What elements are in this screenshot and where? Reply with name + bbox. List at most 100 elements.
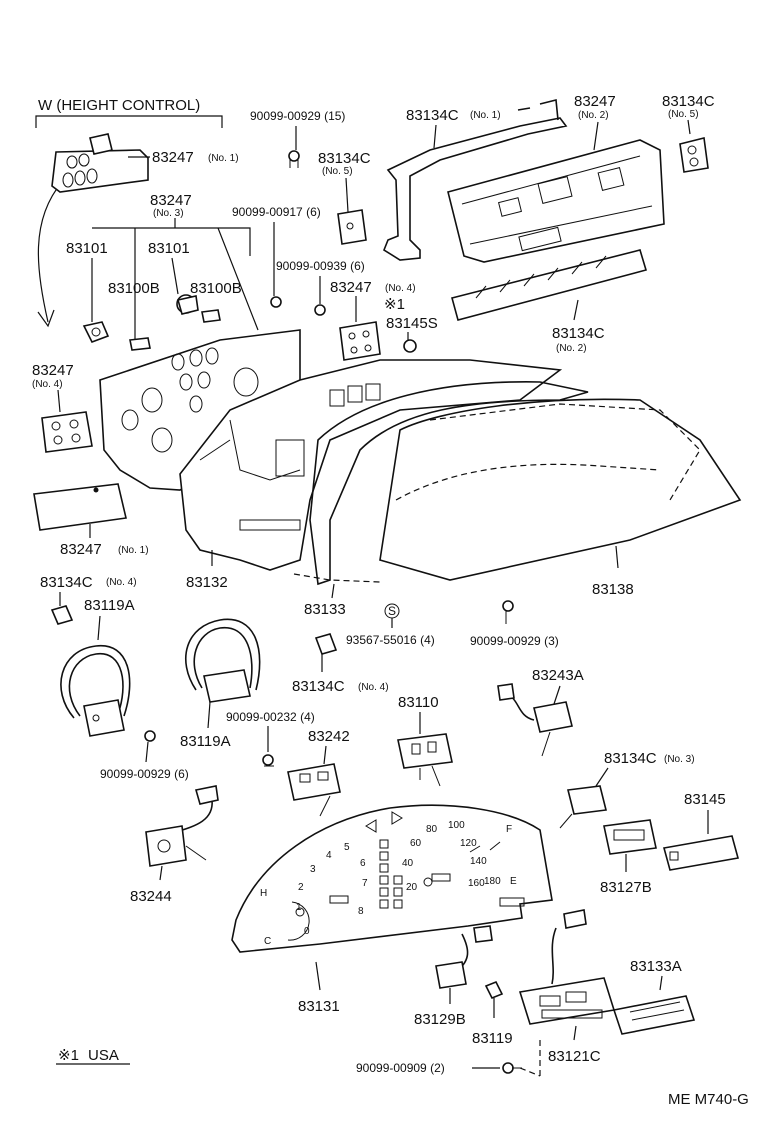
part-83119 [484,980,504,1000]
warning-lights [379,839,403,909]
part-83247-no2-circuit [447,139,665,263]
label-83133a: 83133A [630,958,682,975]
tach-mark-2: 2 [298,882,304,893]
label-83247-no3: 83247 [150,192,192,209]
part-83129b [435,925,493,989]
fuel-mark-f: F [506,824,512,835]
part-83121c [518,909,616,1025]
label-83134c-no5-a-sub: (No. 5) [322,166,353,177]
variant-arrow [37,181,63,323]
speed-mark-80: 80 [426,824,438,835]
label-83244: 83244 [130,888,172,905]
part-83134c-no4-mid [314,633,338,655]
tach-mark-5: 5 [344,842,350,853]
part-83134c-no3 [559,785,607,829]
label-83243a: 83243A [532,667,584,684]
part-83244 [145,785,219,867]
label-83133: 83133 [304,601,346,618]
label-83110: 83110 [398,694,439,711]
screw-90099-00929-15 [288,150,300,168]
part-83133a [612,995,696,1035]
note-text: USA [88,1047,119,1064]
part-83247-no4-left [41,411,93,453]
part-83110 [397,733,453,787]
part-83247-no4-mid [339,321,381,361]
label-83101-b: 83101 [148,240,190,257]
speed-mark-60: 60 [410,838,422,849]
variant-arrowhead [37,309,55,328]
label-93567: 93567-55016 (4) [346,633,435,647]
part-83242 [287,763,341,817]
label-83247-no1-top: 83247 [152,149,194,166]
label-83247-no2-sub: (No. 2) [578,110,609,121]
note-symbol: ※1 [58,1047,79,1064]
label-83121c: 83121C [548,1048,601,1065]
screw-90099-00929-3 [502,600,514,624]
label-90099-00929-15: 90099-00929 (15) [250,109,345,123]
speed-mark-40: 40 [402,858,414,869]
label-83134c-no1: 83134C [406,107,459,124]
tach-mark-8: 8 [358,906,364,917]
label-83134c-no1-sub: (No. 1) [470,110,501,121]
label-83247-no4-left: 83247 [32,362,74,379]
part-83134c-no5-b [679,137,709,173]
part-83247-no1-top [51,133,149,193]
label-90099-00929-6: 90099-00929 (6) [100,767,189,781]
label-83134c-no4-left: 83134C [40,574,93,591]
label-83132: 83132 [186,574,228,591]
label-83242: 83242 [308,728,350,745]
screw-90099-00939 [314,304,326,316]
label-90099-00232: 90099-00232 (4) [226,710,315,724]
label-83247-no4-mid-sub: (No. 4) [385,283,416,294]
label-83145s: 83145S [386,315,438,332]
part-83138-lens [379,398,742,581]
part-83145 [662,835,740,871]
socket-83101-a [82,321,110,344]
label-x1: ※1 [384,296,405,313]
screw-90099-00909 [502,1062,522,1074]
label-83247-no1-top-sub: (No. 1) [208,153,239,164]
label-83247-no4-mid: 83247 [330,279,372,296]
label-83134c-no2: 83134C [552,325,605,342]
label-83138: 83138 [592,581,634,598]
label-83247-no1-left: 83247 [60,541,102,558]
temp-mark-h: H [260,888,267,899]
tach-mark-0: 0 [304,926,310,937]
tach-mark-7: 7 [362,878,368,889]
part-83131-dial [231,804,553,953]
label-83247-no3-sub: (No. 3) [153,208,184,219]
tach-mark-6: 6 [360,858,366,869]
label-83134c-no5-b: 83134C [662,93,715,110]
part-83119a-a [60,645,131,737]
label-90099-00939: 90099-00939 (6) [276,259,365,273]
speed-mark-160: 160 [468,878,485,889]
label-83247-no2: 83247 [574,93,616,110]
screw-90099-00929-6 [144,730,156,742]
label-83100b-a: 83100B [108,280,160,297]
label-83134c-no5-b-sub: (No. 5) [668,109,699,120]
part-83247-no1-left [33,483,127,531]
speed-mark-180: 180 [484,876,501,887]
label-83134c-no4-mid: 83134C [292,678,345,695]
part-83134c-no5-a [337,209,367,245]
label-83134c-no3-sub: (No. 3) [664,754,695,765]
speed-mark-100: 100 [448,820,465,831]
label-83247-no4-left-sub: (No. 4) [32,379,63,390]
label-83131: 83131 [298,998,340,1015]
part-83134c-no4-left [50,605,74,625]
figure-code: ME M740-G [668,1091,749,1108]
part-83134c-no1 [383,98,568,261]
variant-label: W (HEIGHT CONTROL) [38,97,200,114]
part-83119a-b [184,618,261,703]
speed-mark-140: 140 [470,856,487,867]
label-83119a-b: 83119A [180,733,231,750]
tach-mark-4: 4 [326,850,332,861]
label-83119a-a: 83119A [84,597,135,614]
leader-83247-no3 [92,227,259,340]
label-90099-00929-3: 90099-00929 (3) [470,634,559,648]
label-83145: 83145 [684,791,726,808]
label-83127b: 83127B [600,879,652,896]
label-90099-00917: 90099-00917 (6) [232,205,321,219]
